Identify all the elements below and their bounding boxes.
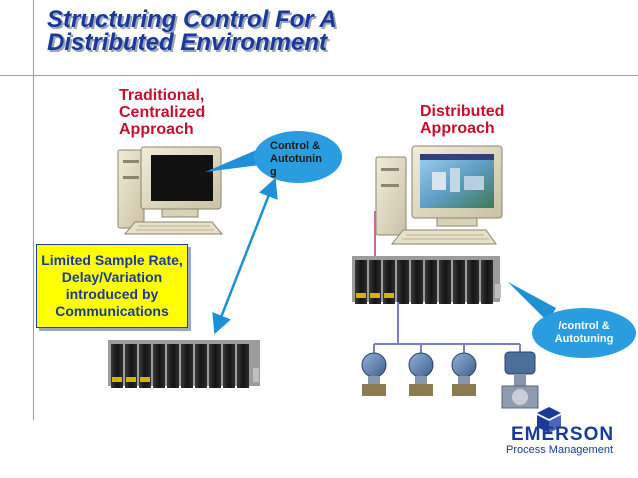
control-valve-icon	[501, 351, 539, 409]
process-management-text: Process Management	[506, 444, 613, 456]
emerson-logo-mark	[537, 407, 561, 433]
autotuning-callout-text: /control & Autotuning	[554, 320, 614, 345]
control-callout-bubble	[254, 131, 342, 183]
header-divider	[0, 75, 638, 76]
title-line-2: Distributed Environment	[47, 29, 328, 56]
limited-sample-rate-box: Limited Sample Rate, Delay/Variation int…	[36, 244, 188, 328]
transmitter-icons	[361, 352, 477, 396]
communications-arrow	[212, 177, 278, 335]
emerson-logo-text: EMERSON	[511, 424, 615, 445]
traditional-computer-icon	[117, 146, 224, 235]
traditional-label: Traditional, Centralized Approach	[119, 87, 206, 138]
control-callout-pointer	[205, 145, 268, 172]
distributed-computer-icon	[375, 145, 503, 245]
slide-title: Structuring Control For A Distributed En…	[47, 6, 607, 56]
fieldbus-lines	[373, 302, 521, 355]
title-line-1: Structuring Control For A	[47, 6, 337, 33]
control-callout-text: Control & Autotunin g	[270, 140, 322, 178]
distributed-controller-icon	[352, 256, 501, 304]
left-rule	[33, 0, 34, 420]
traditional-controller-icon	[108, 340, 260, 388]
autotuning-callout-pointer	[508, 282, 556, 322]
autotuning-callout-bubble	[532, 308, 636, 358]
distributed-label: Distributed Approach	[420, 103, 505, 137]
